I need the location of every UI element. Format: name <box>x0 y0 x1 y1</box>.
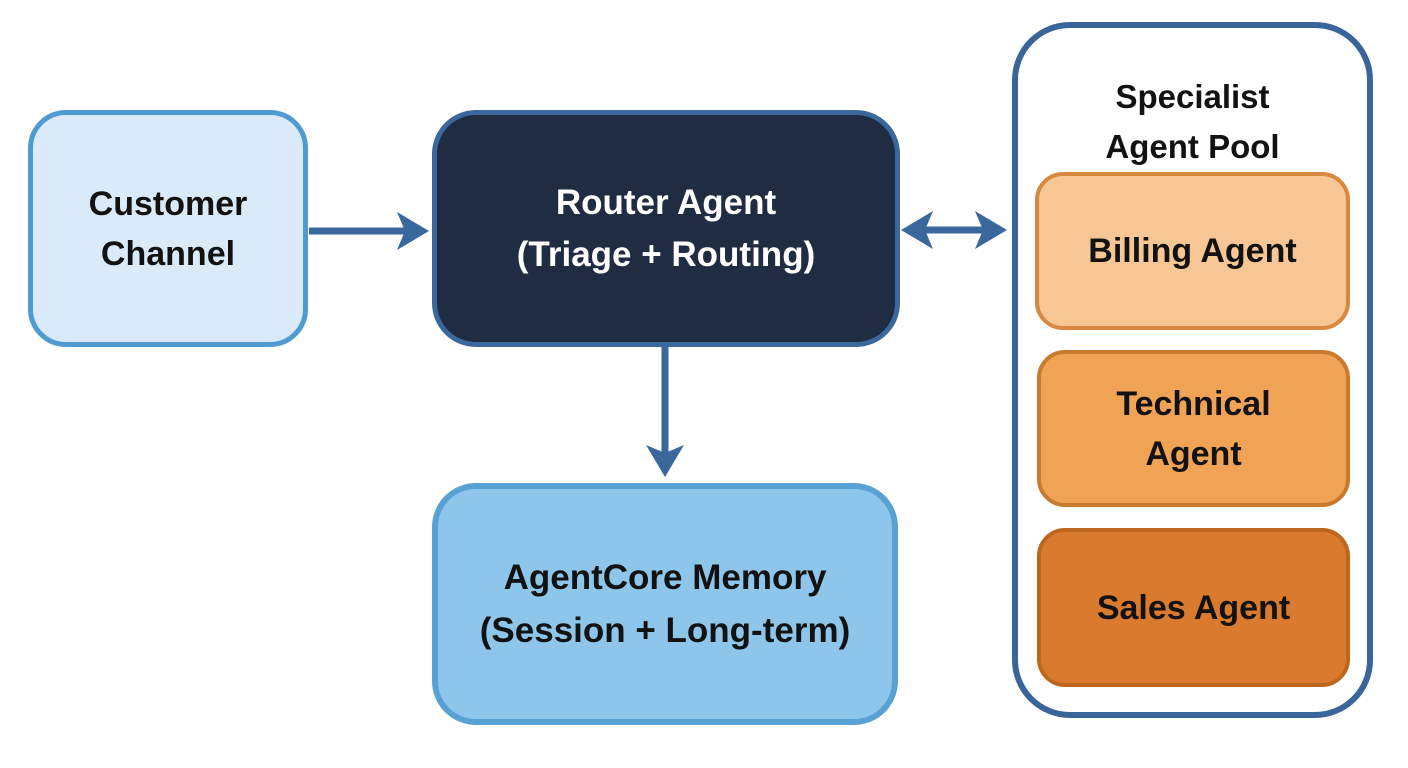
billing-agent-label: Billing Agent <box>1088 232 1297 270</box>
agentcore-memory-label: AgentCore Memory (Session + Long-term) <box>479 558 851 650</box>
router-agent-node: Router Agent (Triage + Routing) <box>432 110 900 347</box>
arrow-router-pool-bidirectional <box>901 211 1007 249</box>
arrow-customer-to-router <box>309 212 429 250</box>
customer-channel-label: Customer Channel <box>88 184 248 273</box>
router-agent-label: Router Agent (Triage + Routing) <box>516 182 816 274</box>
sales-agent-label: Sales Agent <box>1096 588 1291 627</box>
customer-channel-node: Customer Channel <box>28 110 308 347</box>
billing-agent-node: Billing Agent <box>1035 172 1350 330</box>
specialist-agent-pool-container: Specialist Agent Pool Billing Agent Tech… <box>1012 22 1373 718</box>
arrow-router-memory <box>646 347 684 477</box>
sales-agent-node: Sales Agent <box>1037 528 1350 687</box>
specialist-agent-pool-title: Specialist Agent Pool <box>1105 78 1280 165</box>
technical-agent-label: Technical Agent <box>1116 384 1271 473</box>
agentcore-memory-node: AgentCore Memory (Session + Long-term) <box>432 483 898 725</box>
technical-agent-node: Technical Agent <box>1037 350 1350 507</box>
